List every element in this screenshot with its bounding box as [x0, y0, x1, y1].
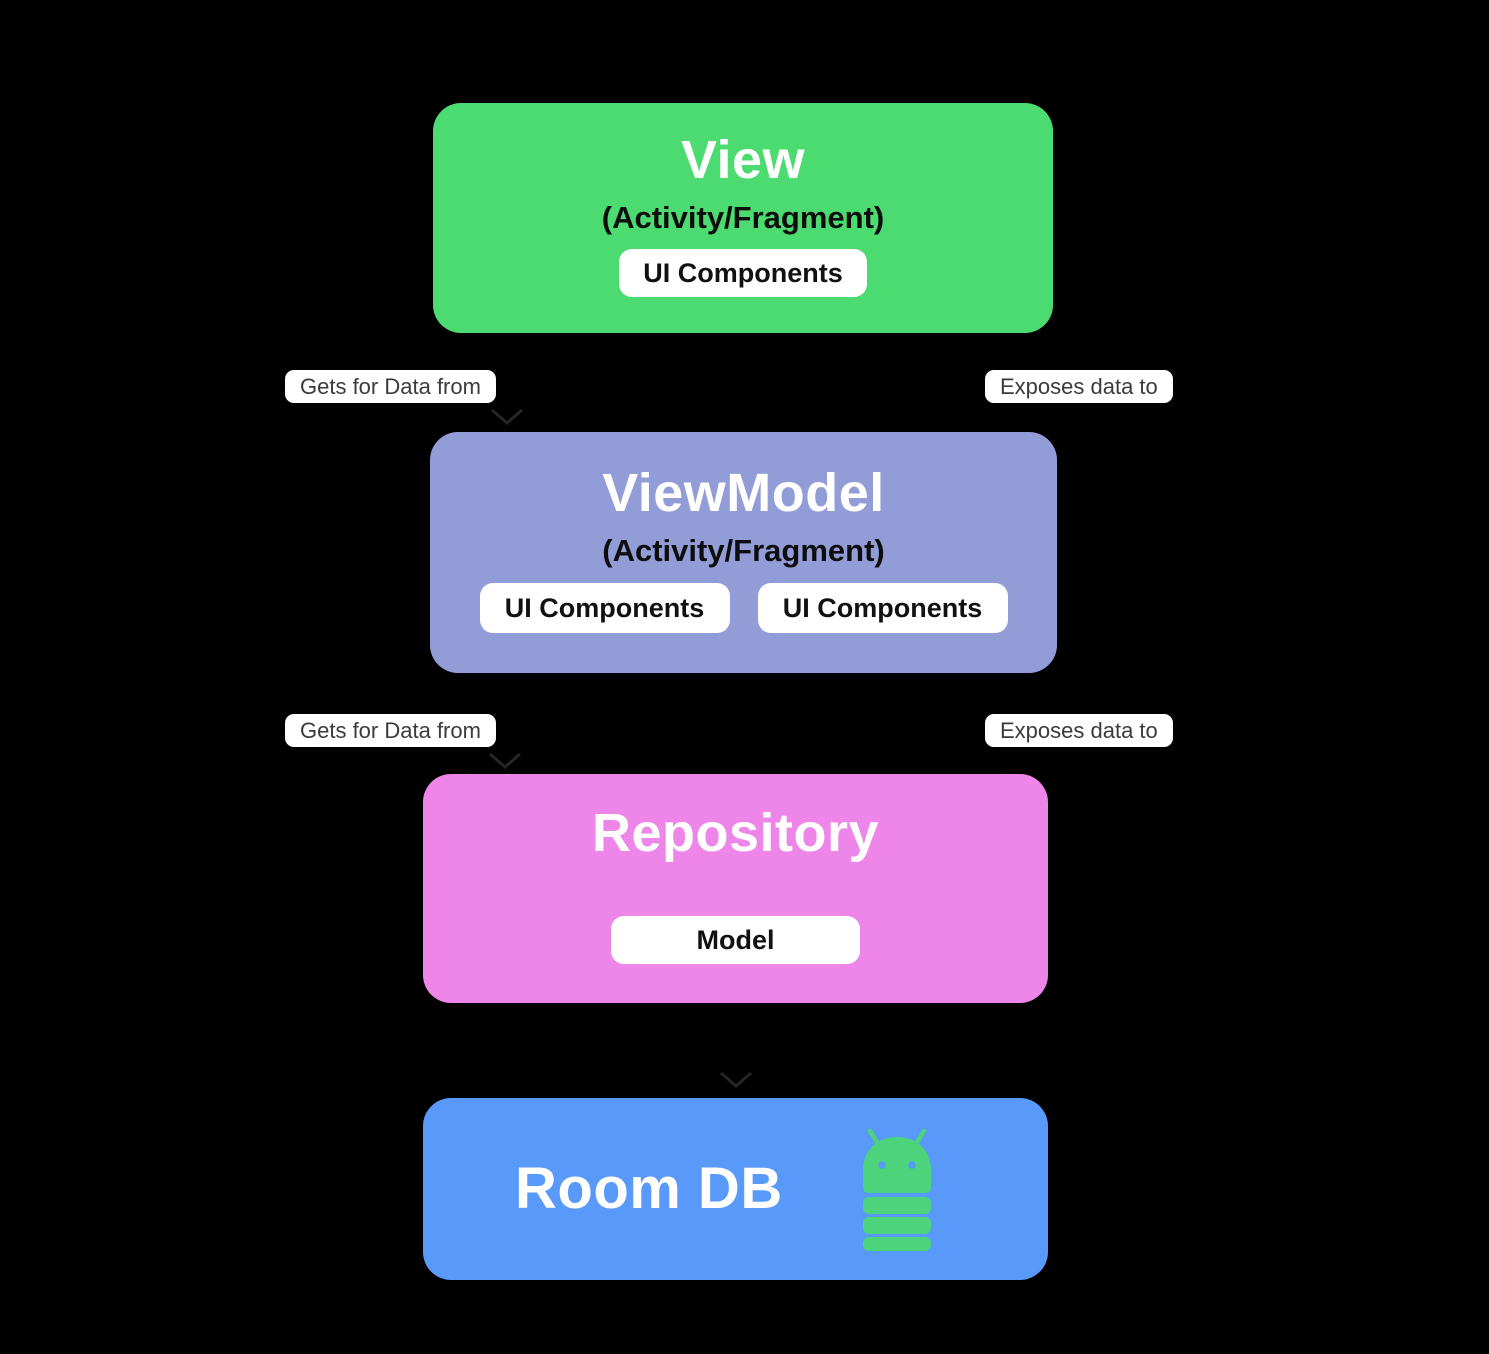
edge-label-gets-data-2: Gets for Data from — [285, 714, 496, 747]
down-arrow-icon — [491, 408, 523, 425]
ui-components-chip: UI Components — [619, 249, 867, 298]
edge-label-exposes-data-2: Exposes data to — [985, 714, 1173, 747]
android-db-icon — [863, 1128, 931, 1251]
viewmodel-chip-row: UI Components UI Components — [479, 583, 1008, 634]
repository-box: Repository Model — [423, 774, 1048, 1003]
model-chip: Model — [611, 916, 860, 965]
roomdb-title: Room DB — [515, 1155, 783, 1221]
edge-label-exposes-data-1: Exposes data to — [985, 370, 1173, 403]
ui-components-chip: UI Components — [479, 583, 730, 634]
view-title: View — [680, 130, 806, 190]
viewmodel-box: ViewModel (Activity/Fragment) UI Compone… — [430, 432, 1057, 673]
repository-title: Repository — [591, 803, 880, 863]
viewmodel-subtitle: (Activity/Fragment) — [602, 533, 885, 569]
viewmodel-title: ViewModel — [602, 463, 885, 523]
down-arrow-icon — [489, 752, 521, 769]
view-subtitle: (Activity/Fragment) — [601, 200, 885, 236]
view-box: View (Activity/Fragment) UI Components — [433, 103, 1053, 333]
roomdb-box: Room DB — [423, 1098, 1048, 1280]
down-arrow-icon — [720, 1071, 752, 1088]
edge-label-gets-data-1: Gets for Data from — [285, 370, 496, 403]
ui-components-chip: UI Components — [757, 583, 1008, 634]
